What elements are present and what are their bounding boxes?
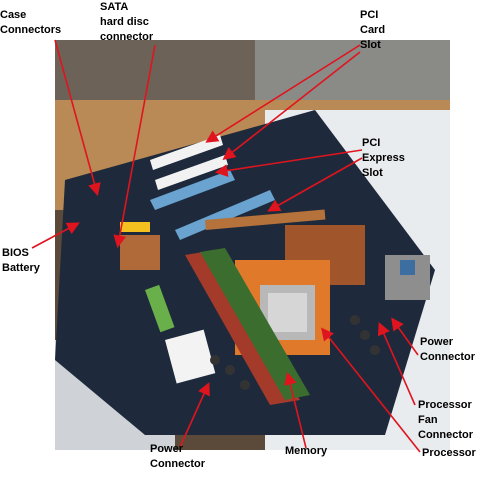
power-connector-bottom-label: Power Connector bbox=[150, 442, 205, 472]
pci-express-line-2: Express bbox=[362, 152, 405, 164]
pci-card-line-3: Slot bbox=[360, 39, 381, 51]
sata-line-3: connector bbox=[100, 31, 154, 43]
power-connector-bottom-line-1: Power bbox=[150, 443, 184, 455]
pci-express-slot-label: PCI Express Slot bbox=[362, 136, 405, 181]
pci-express-line-3: Slot bbox=[362, 167, 383, 179]
power-connector-right-line-1: Power bbox=[420, 336, 454, 348]
pci-card-line-1: PCI bbox=[360, 9, 379, 21]
pci-card-line-2: Card bbox=[360, 24, 386, 36]
processor-fan-line-3: Connector bbox=[418, 429, 473, 441]
case-connectors-line-1: Case bbox=[0, 9, 27, 21]
processor-fan-line-2: Fan bbox=[418, 414, 438, 426]
processor-line-1: Processor bbox=[422, 447, 476, 459]
motherboard-photo bbox=[55, 40, 450, 450]
sata-label: SATA hard disc connector bbox=[100, 0, 153, 45]
sata-line-2: hard disc bbox=[100, 16, 149, 28]
power-connector-right-label: Power Connector bbox=[420, 335, 475, 365]
pci-card-slot-label: PCI Card Slot bbox=[360, 8, 385, 53]
pci-express-line-1: PCI bbox=[362, 137, 381, 149]
memory-line-1: Memory bbox=[285, 445, 328, 457]
power-connector-right-line-2: Connector bbox=[420, 351, 475, 363]
processor-fan-connector-label: Processor Fan Connector bbox=[418, 398, 473, 443]
processor-label: Processor bbox=[422, 446, 476, 461]
processor-fan-line-1: Processor bbox=[418, 399, 472, 411]
case-connectors-label: Case Connectors bbox=[0, 8, 61, 38]
bios-battery-label: BIOS Battery bbox=[2, 246, 40, 276]
case-connectors-line-2: Connectors bbox=[0, 24, 62, 36]
bios-battery-line-1: BIOS bbox=[2, 247, 29, 259]
memory-label: Memory bbox=[285, 444, 327, 459]
power-connector-bottom-line-2: Connector bbox=[150, 458, 205, 470]
sata-line-1: SATA bbox=[100, 1, 129, 13]
bios-battery-line-2: Battery bbox=[2, 262, 40, 274]
